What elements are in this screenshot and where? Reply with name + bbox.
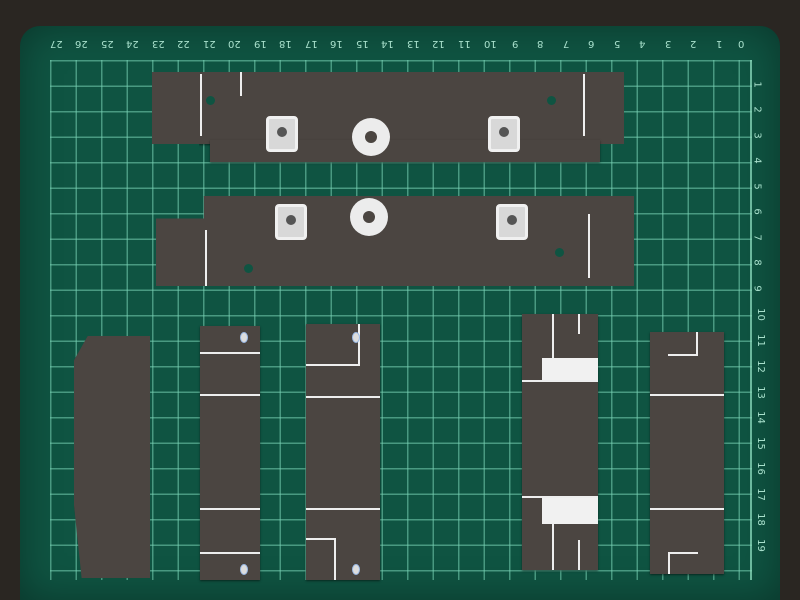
marking-line xyxy=(650,394,724,396)
marking-line xyxy=(200,552,260,554)
ruler-top-label: 0 xyxy=(738,38,745,49)
marking-line xyxy=(306,364,360,366)
white-clip xyxy=(275,204,307,240)
ruler-top-label: 13 xyxy=(407,38,420,49)
marking-line xyxy=(578,540,580,570)
ruler-right-label: 9 xyxy=(751,285,763,292)
marking-line xyxy=(583,74,585,136)
marking-line xyxy=(200,508,260,510)
oval-marker xyxy=(240,564,248,575)
marking-line xyxy=(588,214,590,278)
marking-line xyxy=(334,538,336,580)
ruler-top-label: 18 xyxy=(279,38,292,49)
ruler-top-label: 3 xyxy=(665,38,672,49)
ruler-top-label: 19 xyxy=(254,38,267,49)
ruler-top-label: 15 xyxy=(356,38,369,49)
ruler-top-label: 1 xyxy=(716,38,723,49)
punched-hole xyxy=(547,96,556,105)
ruler-top-label: 7 xyxy=(563,38,570,49)
ruler-top-label: 9 xyxy=(512,38,519,49)
ruler-top-label: 2 xyxy=(690,38,697,49)
ruler-top-label: 14 xyxy=(381,38,394,49)
punched-hole xyxy=(244,264,253,273)
marking-line xyxy=(200,394,260,396)
ruler-top-label: 25 xyxy=(101,38,114,49)
ruler-right-label: 4 xyxy=(751,157,763,164)
marking-line xyxy=(200,74,202,136)
ruler-right-label: 10 xyxy=(754,308,766,321)
marking-line xyxy=(522,380,598,382)
white-clip xyxy=(266,116,298,152)
ruler-right-label: 8 xyxy=(751,259,763,266)
ruler-right-label: 1 xyxy=(751,81,763,88)
ruler-top-label: 20 xyxy=(228,38,241,49)
ruler-right-label: 16 xyxy=(754,462,766,475)
ruler-right-label: 15 xyxy=(754,437,766,450)
ruler-right-label: 6 xyxy=(751,208,763,215)
ruler-right-label: 3 xyxy=(751,132,763,139)
card-panel-5 xyxy=(650,332,724,574)
ruler-top: 0 1 2 3 4 5 6 7 8 9 10 11 12 13 14 15 16… xyxy=(0,38,800,54)
marking-line xyxy=(696,332,698,356)
marking-line xyxy=(200,352,260,354)
long-card-piece-middle xyxy=(156,196,634,286)
card-panel-4 xyxy=(522,314,598,570)
ruler-right-label: 14 xyxy=(754,411,766,424)
marking-line xyxy=(306,508,380,510)
white-clip xyxy=(496,204,528,240)
ruler-right-label: 12 xyxy=(754,360,766,373)
marking-line xyxy=(578,314,580,334)
ruler-right-label: 2 xyxy=(751,106,763,113)
card-panel-3 xyxy=(306,324,380,580)
ruler-top-label: 21 xyxy=(203,38,216,49)
ruler-top-label: 11 xyxy=(458,38,471,49)
ruler-top-label: 22 xyxy=(177,38,190,49)
ruler-top-label: 24 xyxy=(126,38,139,49)
marking-line xyxy=(668,552,698,554)
ruler-top-label: 27 xyxy=(50,38,63,49)
marking-line xyxy=(240,72,242,96)
ruler-top-label: 26 xyxy=(75,38,88,49)
marking-line xyxy=(650,508,724,510)
ruler-right-label: 17 xyxy=(754,488,766,501)
marking-line xyxy=(552,314,554,358)
ruler-top-label: 6 xyxy=(588,38,595,49)
marking-line xyxy=(522,496,598,498)
ruler-right-label: 5 xyxy=(751,183,763,190)
marking-line xyxy=(306,396,380,398)
marking-line xyxy=(205,230,207,286)
ruler-top-label: 8 xyxy=(537,38,544,49)
ruler-top-label: 16 xyxy=(330,38,343,49)
oval-marker xyxy=(240,332,248,343)
white-window xyxy=(542,496,598,524)
ruler-top-label: 12 xyxy=(432,38,445,49)
punched-hole xyxy=(555,248,564,257)
marking-line xyxy=(668,354,698,356)
marking-line xyxy=(668,552,670,574)
punched-hole xyxy=(206,96,215,105)
ruler-top-label: 10 xyxy=(484,38,497,49)
ruler-right-label: 13 xyxy=(754,386,766,399)
ruler-right-label: 18 xyxy=(754,513,766,526)
round-washer xyxy=(350,198,388,236)
ruler-top-label: 4 xyxy=(639,38,646,49)
round-washer xyxy=(352,118,390,156)
oval-marker xyxy=(352,332,360,343)
ruler-right-label: 19 xyxy=(754,539,766,552)
oval-marker xyxy=(352,564,360,575)
ruler-right-label: 7 xyxy=(751,234,763,241)
white-window xyxy=(542,358,598,382)
ruler-top-label: 23 xyxy=(152,38,165,49)
marking-line xyxy=(306,538,336,540)
ruler-top-label: 5 xyxy=(614,38,621,49)
marking-line xyxy=(358,324,360,366)
card-panel-2 xyxy=(200,326,260,580)
marking-line xyxy=(552,524,554,570)
ruler-right: 1 2 3 4 5 6 7 8 9 10 11 12 13 14 15 16 1… xyxy=(751,0,784,600)
ruler-right-label: 11 xyxy=(754,334,766,347)
ruler-top-label: 17 xyxy=(305,38,318,49)
white-clip xyxy=(488,116,520,152)
card-panel-1 xyxy=(74,336,150,578)
